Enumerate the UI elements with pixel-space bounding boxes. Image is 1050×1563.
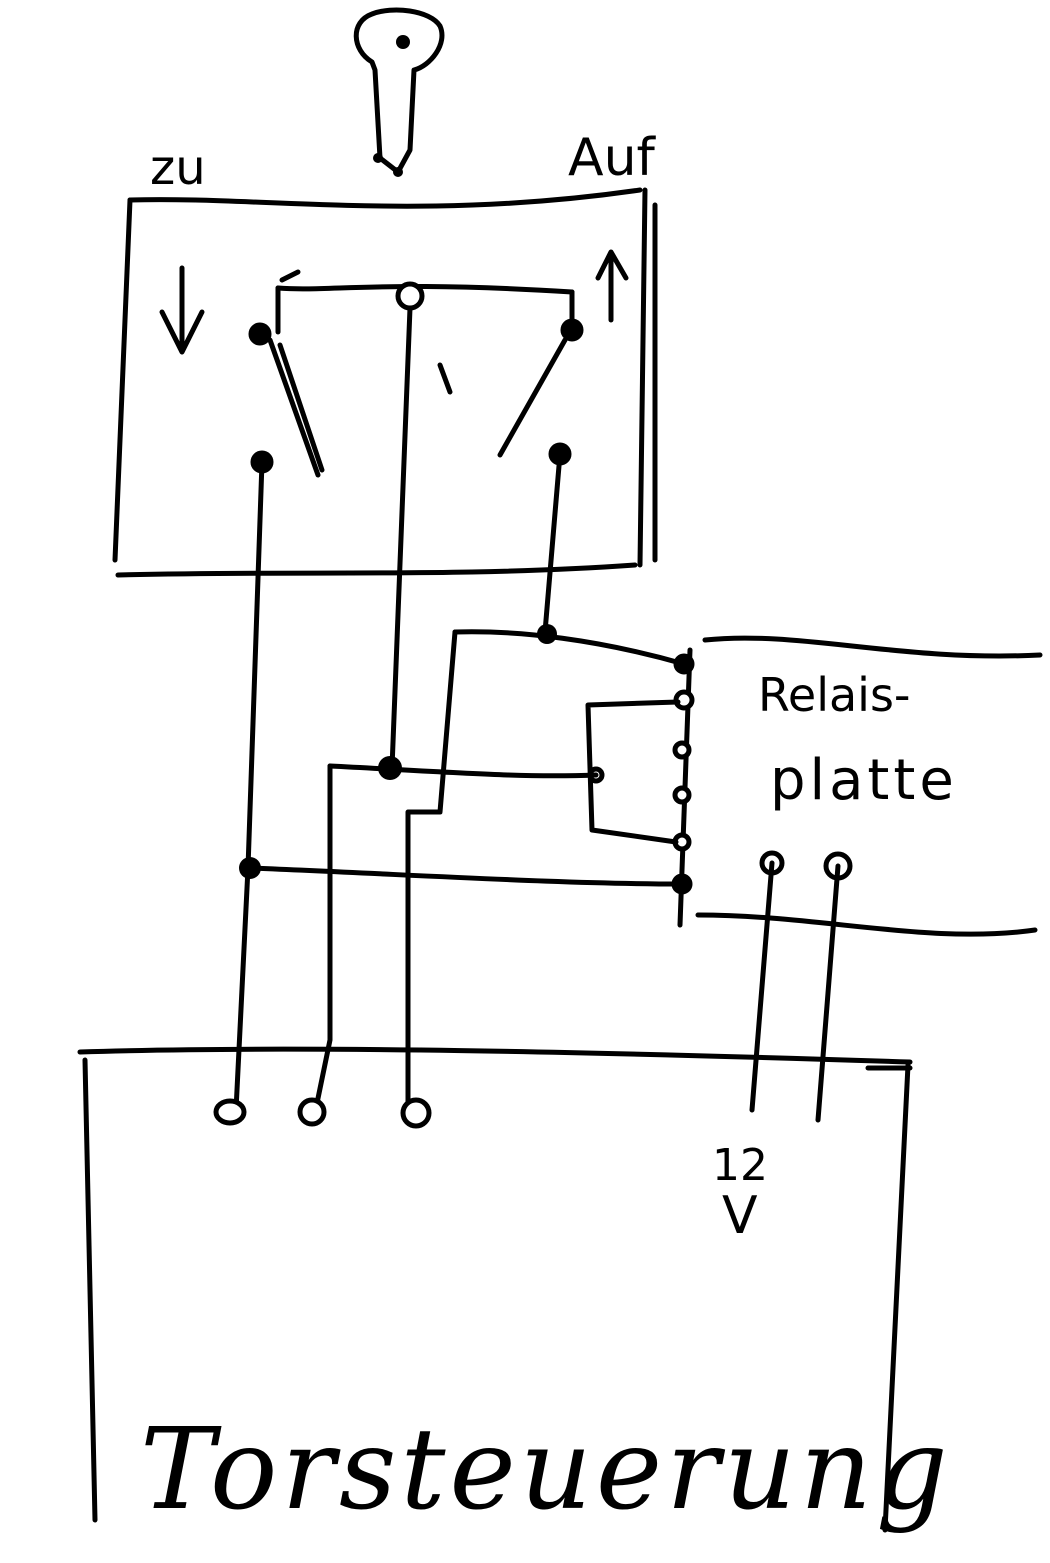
- key-icon: [353, 7, 445, 177]
- wires: [233, 305, 841, 1123]
- arrow-down-icon: [159, 265, 205, 355]
- arrow-up-icon: [595, 249, 629, 323]
- switch-common-bus: [275, 269, 575, 335]
- label-relais: Relais-: [758, 668, 911, 722]
- switch-common-terminal: [395, 281, 425, 311]
- junction-dot: [537, 624, 557, 644]
- switch-lever-zu: [267, 337, 321, 478]
- switch-contact-auf: [560, 318, 584, 342]
- key-switch-box: [112, 187, 658, 578]
- label-voltage-unit: V: [722, 1186, 758, 1246]
- label-torsteuerung: Torsteuerung: [140, 1405, 952, 1535]
- gate-controller-box: [77, 1046, 913, 1533]
- label-platte: platte: [770, 748, 958, 813]
- junction-dot: [239, 857, 261, 879]
- switch-lever-auf: [497, 337, 568, 458]
- switch-contact-zu: [248, 322, 272, 346]
- label-zu: zu: [150, 140, 206, 196]
- label-auf: Auf: [568, 128, 655, 188]
- gate-controller-terminals: [213, 1097, 432, 1129]
- relay-bridge: [585, 699, 681, 845]
- label-voltage: 12: [712, 1140, 768, 1191]
- junction-dot: [378, 756, 402, 780]
